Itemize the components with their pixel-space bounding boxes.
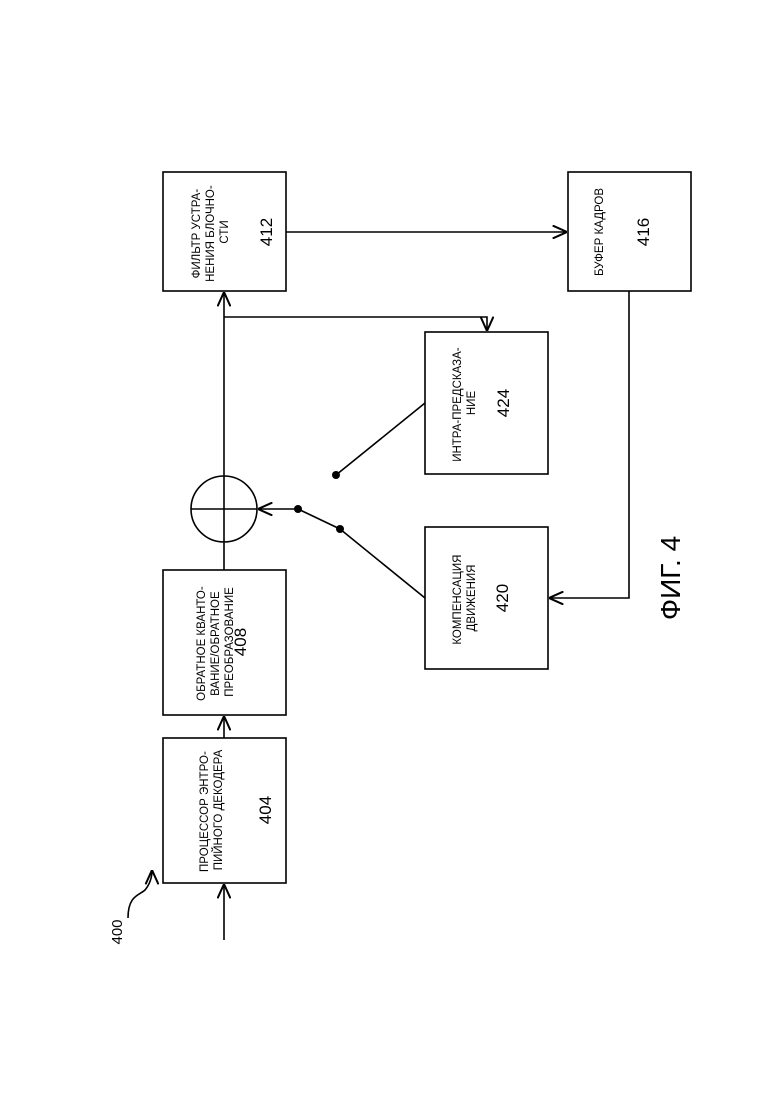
block-intra-prediction: ИНТРА-ПРЕДСКАЗА- НИЕ 424 [425,332,548,474]
frame-buffer-number: 416 [634,218,653,246]
inverse-quant-number: 408 [231,628,250,656]
frame-buffer-label: БУФЕР КАДРОВ [594,188,606,276]
motion-compensation-number: 420 [493,584,512,612]
arrow-buffer-to-motion [549,291,629,598]
reference-pointer-arrow [128,870,152,918]
switch-pivot-dot [294,505,302,513]
deblocking-filter-number: 412 [257,218,276,246]
switch-arm [298,509,340,529]
block-inverse-quant-transform: ОБРАТНОЕ КВАНТО- ВАНИЕ/ОБРАТНОЕ ПРЕОБРАЗ… [163,570,286,715]
line-motion-to-switch [340,529,425,598]
line-intra-to-switch [336,403,425,475]
block-motion-compensation: КОМПЕНСАЦИЯ ДВИЖЕНИЯ 420 [425,527,548,669]
switch-contact-motion-dot [336,525,344,533]
arrow-branch-to-intra [224,317,487,331]
switch-contact-intra-dot [332,471,340,479]
figure-caption: ФИГ. 4 [655,536,686,620]
block-frame-buffer: БУФЕР КАДРОВ 416 [568,172,691,291]
entropy-decoder-number: 404 [256,796,275,824]
inverse-quant-label: ОБРАТНОЕ КВАНТО- ВАНИЕ/ОБРАТНОЕ ПРЕОБРАЗ… [196,583,236,701]
summing-junction [191,476,257,542]
block-deblocking-filter: ФИЛЬТР УСТРА- НЕНИЯ БЛОЧНО- СТИ 412 [163,172,286,291]
intra-prediction-number: 424 [494,389,513,417]
block-entropy-decoder: ПРОЦЕССОР ЭНТРО- ПИЙНОГО ДЕКОДЕРА 404 [163,738,286,883]
reference-label-400: 400 [109,919,126,944]
